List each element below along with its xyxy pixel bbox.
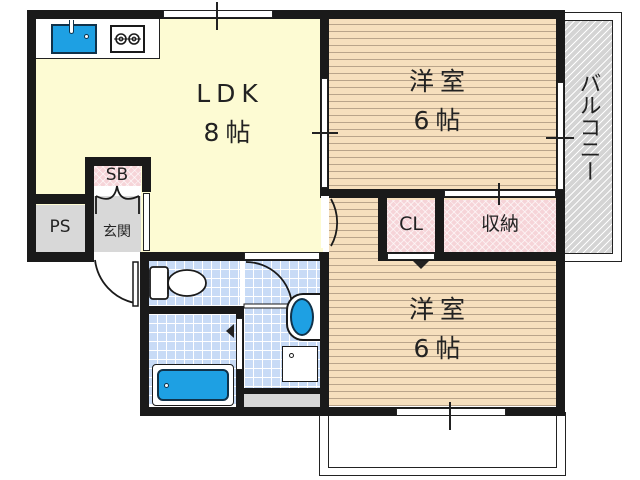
wall-room2-left xyxy=(320,252,329,416)
wall-entrance-right xyxy=(142,157,151,192)
wall-room1-right xyxy=(556,10,565,414)
sink-drain-icon xyxy=(84,34,89,39)
wall-ldk-left xyxy=(27,10,36,262)
wall-bottom xyxy=(140,407,565,416)
window-room1-balcony-tick xyxy=(546,137,574,139)
room2-label: 洋室 6帖 xyxy=(370,295,510,364)
washing-pan-drain-icon xyxy=(289,353,294,358)
room1-label: 洋室 6帖 xyxy=(370,67,510,136)
storage xyxy=(444,200,556,252)
pipe-space-label: PS xyxy=(49,217,71,237)
bath-door-arrow xyxy=(226,324,234,338)
wall-bath-left xyxy=(140,252,149,416)
shoe-box xyxy=(93,166,141,186)
washroom-floor-strip xyxy=(244,394,320,408)
balcony-label: バルコニー xyxy=(570,72,606,189)
entrance-label: 玄関 xyxy=(103,224,131,240)
wall-entrance-top xyxy=(85,157,151,166)
window-room2-bottom xyxy=(396,408,506,416)
room1-name: 洋室 xyxy=(408,67,471,96)
entrance-side-panel xyxy=(143,193,150,251)
closet-door-arrow xyxy=(413,261,429,269)
balcony-label-text: バルコニー xyxy=(575,72,601,182)
balcony xyxy=(563,20,613,254)
window-ldk-top xyxy=(163,10,273,18)
window-room1-balcony xyxy=(557,82,564,190)
room1-size: 6帖 xyxy=(413,105,467,135)
window-ldk-room1-tick xyxy=(312,132,338,134)
wall-bath-top xyxy=(140,252,329,261)
stove-burner-icons xyxy=(114,33,141,45)
wall-wash-floor xyxy=(244,388,320,394)
bathtub-drain-icon xyxy=(164,383,169,388)
closet-label: CL xyxy=(399,213,423,235)
sink-faucet xyxy=(69,20,74,34)
window-ldk-top-tick xyxy=(216,2,218,30)
wall-top xyxy=(27,10,565,19)
room2-size: 6帖 xyxy=(413,333,467,363)
bath-door[interactable] xyxy=(236,318,243,370)
wall-closet-bottom xyxy=(378,252,565,261)
closet-door[interactable] xyxy=(387,253,435,260)
entrance-step xyxy=(93,186,141,196)
ldk-label: LDK 8帖 xyxy=(160,79,300,148)
window-room2-bottom-tick xyxy=(449,402,451,430)
closet xyxy=(387,200,435,252)
lower-balcony-inner-frame xyxy=(328,414,557,468)
toilet-icon xyxy=(149,266,207,300)
ldk-name: LDK xyxy=(196,79,264,108)
washing-machine-pan xyxy=(282,346,318,382)
wall-toilet-bath xyxy=(140,306,244,314)
storage-door-tick xyxy=(498,183,500,205)
washroom-top-panel xyxy=(244,252,320,260)
wall-ps-top xyxy=(27,194,87,204)
kitchen-sink xyxy=(51,24,97,54)
entrance xyxy=(93,186,141,252)
wall-entrance-left xyxy=(85,157,94,262)
washbasin-bowl xyxy=(290,298,314,336)
wall-ps-bottom xyxy=(27,252,93,262)
ldk-size: 8帖 xyxy=(203,117,257,147)
western-room-1 xyxy=(329,18,557,190)
bathtub-basin xyxy=(157,369,229,401)
wall-closet-divider xyxy=(435,189,444,261)
room2-name: 洋室 xyxy=(408,295,471,324)
storage-door[interactable] xyxy=(444,190,556,197)
storage-label: 収納 xyxy=(480,213,519,235)
pipe-space xyxy=(35,205,85,253)
wall-closet-left xyxy=(378,189,387,261)
shoe-box-label: SB xyxy=(105,165,129,185)
